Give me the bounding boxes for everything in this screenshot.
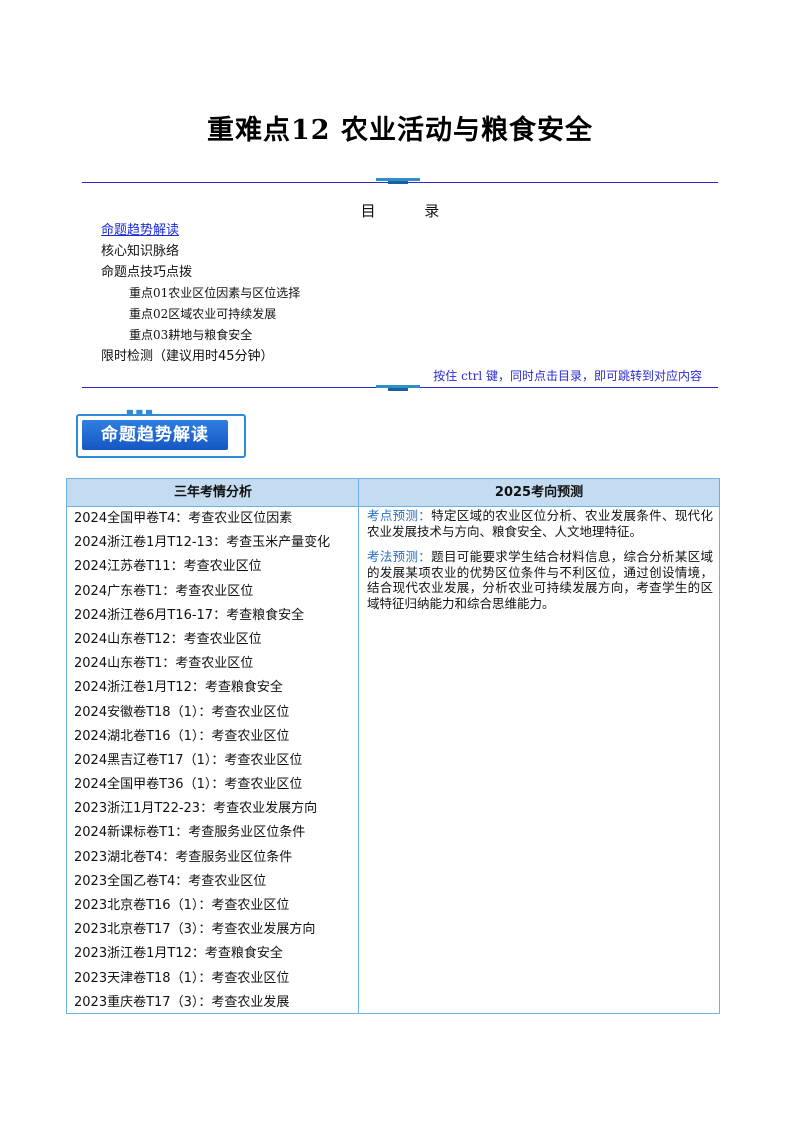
list-item: 2024浙江卷1月T12：考查粮食安全 [74,680,283,696]
col-header-analysis: 三年考情分析 [173,485,252,500]
banner-label: 命题趋势解读 [101,425,209,445]
toc-item-timed-test[interactable]: 限时检测（建议用时45分钟） [101,346,300,367]
list-item: 2024广东卷T1：考查农业区位 [74,583,254,599]
col-header-forecast: 2025考向预测 [494,485,584,500]
toc-item-key03[interactable]: 重点03耕地与粮食安全 [101,325,300,346]
list-item: 2024黑吉辽卷T17（1）：考查农业区位 [74,752,303,768]
top-divider-ornament [376,178,420,184]
column-divider [358,479,359,1013]
table-header: 三年考情分析 2025考向预测 [67,479,719,507]
list-item: 2023浙江1月T22-23：考查农业发展方向 [74,801,318,817]
kaofa-label: 考法预测： [367,549,432,564]
list-item: 2024湖北卷T16（1）：考查农业区位 [74,728,290,744]
banner-frame [76,414,246,458]
list-item: 2023北京卷T16（1）：考查农业区位 [74,898,290,913]
banner-fill [82,420,228,450]
toc-link[interactable]: 命题趋势解读 [101,223,180,238]
toc-item-core-knowledge[interactable]: 核心知识脉络 [101,241,300,262]
forecast-panel: 考点预测：特定区域的农业区位分析、农业发展条件、现代化农业发展技术与方向、粮食安… [367,508,713,621]
toc-label: 核心知识脉络 [101,244,180,259]
list-item: 2024江苏卷T11：考查农业区位 [74,559,262,575]
table-of-contents: 命题趋势解读 核心知识脉络 命题点技巧点拨 重点01农业区位因素与区位选择 重点… [101,220,300,367]
list-item: 2024全国甲卷T36（1）：考查农业区位 [74,777,303,793]
list-item: 2024全国甲卷T4：考查农业区位因素 [74,511,293,526]
toc-label: 命题点技巧点拨 [101,265,193,280]
section-banner: ■■■ 命题趋势解读 [76,408,246,458]
list-item: 2024新课标卷T1：考查服务业区位条件 [74,825,306,841]
list-item: 2024山东卷T12：考查农业区位 [74,631,262,647]
toc-label: 重点02区域农业可持续发展 [129,307,277,321]
list-item: 2024安徽卷T18（1）：考查农业区位 [74,704,290,720]
banner-dots-decoration: ■■■ [126,408,155,417]
toc-label: 重点01农业区位因素与区位选择 [129,286,301,300]
list-item: 2024浙江卷1月T12-13：考查玉米产量变化 [74,535,331,551]
toc-heading: 目 录 [360,202,462,220]
kaodian-text: 特定区域的农业区位分析、农业发展条件、现代化农业发展技术与方向、粮食安全、人文地… [367,508,713,539]
kaodian-label: 考点预测： [367,508,432,523]
exam-history-list: 2024全国甲卷T4：考查农业区位因素 2024浙江卷1月T12-13：考查玉米… [74,507,356,1015]
toc-item-trend[interactable]: 命题趋势解读 [101,220,300,241]
toc-item-tips[interactable]: 命题点技巧点拨 [101,262,300,283]
navigation-hint: 按住 ctrl 键，同时点击目录，即可跳转到对应内容 [433,369,702,383]
list-item: 2024山东卷T1：考查农业区位 [74,656,254,672]
kaofa-paragraph: 考法预测：题目可能要求学生结合材料信息，综合分析某区域的发展某项农业的优势区位条… [367,549,713,611]
toc-item-key02[interactable]: 重点02区域农业可持续发展 [101,304,300,325]
analysis-table: 三年考情分析 2025考向预测 2024全国甲卷T4：考查农业区位因素 2024… [66,478,720,1014]
toc-label: 重点03耕地与粮食安全 [129,328,253,342]
list-item: 2023湖北卷T4：考查服务业区位条件 [74,849,293,865]
list-item: 2023天津卷T18（1）：考查农业区位 [74,970,290,986]
list-item: 2024浙江卷6月T16-17：考查粮食安全 [74,607,305,623]
document-title: 重难点12 农业活动与粮食安全 [207,115,593,146]
list-item: 2023全国乙卷T4：考查农业区位 [74,873,267,889]
kaofa-text: 题目可能要求学生结合材料信息，综合分析某区域的发展某项农业的优势区位条件与不利区… [367,549,713,611]
list-item: 2023重庆卷T17（3）：考查农业发展 [74,994,290,1010]
bottom-divider-ornament [376,385,420,391]
list-item: 2023浙江卷1月T12：考查粮食安全 [74,946,283,962]
toc-item-key01[interactable]: 重点01农业区位因素与区位选择 [101,283,300,304]
toc-label: 限时检测（建议用时45分钟） [101,349,274,364]
kaodian-paragraph: 考点预测：特定区域的农业区位分析、农业发展条件、现代化农业发展技术与方向、粮食安… [367,508,713,539]
list-item: 2023北京卷T17（3）：考查农业发展方向 [74,922,316,938]
